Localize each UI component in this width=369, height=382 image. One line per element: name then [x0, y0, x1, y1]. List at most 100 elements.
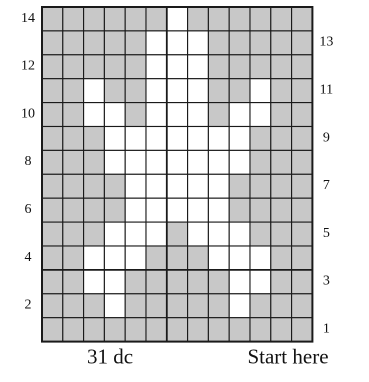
filled-cell: [104, 7, 125, 31]
filled-cell: [250, 31, 271, 55]
open-cell: [84, 246, 105, 270]
filled-cell: [63, 150, 84, 174]
filled-cell: [42, 294, 63, 318]
open-cell: [229, 127, 250, 151]
row-label-left: 12: [21, 59, 35, 74]
filled-cell: [104, 174, 125, 198]
open-cell: [167, 7, 188, 31]
filled-cell: [208, 31, 229, 55]
filled-cell: [271, 294, 292, 318]
open-cell: [229, 103, 250, 127]
row-label-left: 2: [25, 298, 32, 313]
stitch-count-label: 31 dc: [87, 345, 133, 369]
filled-cell: [271, 198, 292, 222]
filled-cell: [42, 270, 63, 294]
filled-cell: [167, 222, 188, 246]
open-cell: [84, 270, 105, 294]
open-cell: [84, 103, 105, 127]
open-cell: [146, 198, 167, 222]
filled-cell: [63, 246, 84, 270]
open-cell: [188, 127, 209, 151]
open-cell: [104, 150, 125, 174]
filled-cell: [167, 294, 188, 318]
filled-cell: [208, 270, 229, 294]
filled-cell: [146, 246, 167, 270]
filled-cell: [63, 7, 84, 31]
filled-cell: [84, 198, 105, 222]
open-cell: [229, 294, 250, 318]
filled-cell: [250, 198, 271, 222]
open-cell: [250, 246, 271, 270]
open-cell: [125, 198, 146, 222]
filled-cell: [42, 127, 63, 151]
open-cell: [167, 174, 188, 198]
filled-cell: [229, 7, 250, 31]
filled-cell: [146, 7, 167, 31]
filled-cell: [271, 174, 292, 198]
open-cell: [229, 150, 250, 174]
filled-cell: [229, 79, 250, 103]
open-cell: [188, 198, 209, 222]
filled-cell: [271, 7, 292, 31]
open-cell: [188, 79, 209, 103]
filled-cell: [42, 55, 63, 79]
filled-cell: [63, 79, 84, 103]
filled-cell: [42, 7, 63, 31]
filled-cell: [188, 246, 209, 270]
open-cell: [167, 55, 188, 79]
filled-cell: [271, 31, 292, 55]
filled-cell: [63, 127, 84, 151]
row-label-right: 13: [319, 35, 333, 50]
row-label-left: 6: [25, 202, 32, 217]
filled-cell: [271, 222, 292, 246]
open-cell: [146, 31, 167, 55]
filled-cell: [125, 270, 146, 294]
open-cell: [167, 198, 188, 222]
filled-cell: [63, 294, 84, 318]
filled-cell: [125, 31, 146, 55]
filled-cell: [42, 79, 63, 103]
open-cell: [104, 270, 125, 294]
filled-cell: [84, 294, 105, 318]
open-cell: [208, 198, 229, 222]
filled-cell: [42, 198, 63, 222]
open-cell: [208, 246, 229, 270]
filled-cell: [63, 318, 84, 342]
open-cell: [146, 55, 167, 79]
filled-cell: [104, 318, 125, 342]
filled-cell: [292, 7, 313, 31]
filled-cell: [292, 150, 313, 174]
filled-cell: [250, 127, 271, 151]
filled-cell: [271, 127, 292, 151]
filled-cell: [104, 55, 125, 79]
filled-cell: [292, 198, 313, 222]
filled-cell: [63, 222, 84, 246]
filled-cell: [104, 198, 125, 222]
filled-cell: [208, 55, 229, 79]
filled-cell: [42, 318, 63, 342]
filled-cell: [208, 7, 229, 31]
filled-cell: [84, 222, 105, 246]
filled-cell: [84, 174, 105, 198]
row-label-left: 10: [21, 106, 35, 121]
filled-cell: [42, 246, 63, 270]
open-cell: [188, 31, 209, 55]
filled-cell: [250, 174, 271, 198]
open-cell: [125, 246, 146, 270]
filled-cell: [208, 318, 229, 342]
filled-cell: [125, 103, 146, 127]
filled-cell: [271, 79, 292, 103]
filled-cell: [250, 150, 271, 174]
filled-cell: [146, 294, 167, 318]
filled-cell: [63, 198, 84, 222]
open-cell: [188, 222, 209, 246]
filled-cell: [63, 31, 84, 55]
filled-cell: [188, 7, 209, 31]
filled-cell: [292, 127, 313, 151]
open-cell: [250, 103, 271, 127]
filled-cell: [167, 246, 188, 270]
row-label-right: 9: [323, 130, 330, 145]
filled-cell: [292, 294, 313, 318]
